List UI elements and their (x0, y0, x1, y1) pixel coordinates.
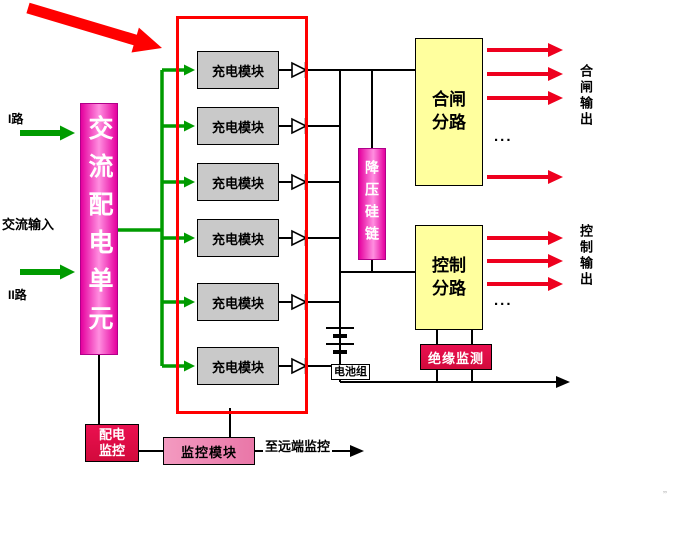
to-remote-label: 至远端监控 (263, 436, 333, 455)
control-branch: 控制分路 (415, 225, 483, 330)
closing-output-arrows (487, 43, 563, 184)
charge-module-4: 充电模块 (197, 219, 279, 257)
control-output-arrows (487, 231, 563, 291)
route1-label: I路 (8, 112, 24, 126)
diode-icon (279, 61, 340, 79)
battery-icon (326, 327, 354, 354)
charge-module-5: 充电模块 (197, 283, 279, 321)
charge-module-1: 充电模块 (197, 51, 279, 89)
control-branch-label: 控制分路 (431, 255, 466, 298)
control-output-label: 控制输出 (578, 224, 593, 288)
closing-branch: 合闸分路 (415, 38, 483, 186)
ac-input-label: 交流输入 (2, 217, 55, 232)
diode-icon (279, 173, 340, 191)
charge-module-2: 充电模块 (197, 107, 279, 145)
closing-ellipsis: ... (494, 128, 513, 145)
ac-distribution-unit: 交流配电单元 (80, 103, 118, 355)
battery-label: 电池组 (331, 364, 370, 380)
closing-output-label: 合闸输出 (578, 64, 593, 128)
control-ellipsis: ... (494, 292, 513, 309)
stray-mark: ʼʼ (663, 490, 667, 500)
charge-module-3: 充电模块 (197, 163, 279, 201)
diode-icon (279, 117, 340, 135)
insulation-monitor: 绝缘监测 (420, 344, 492, 370)
distribution-monitor-label: 配电监控 (98, 427, 125, 458)
closing-branch-label: 合闸分路 (431, 90, 466, 132)
dc-bus (339, 69, 570, 388)
insulation-links (436, 330, 473, 383)
buck-silicon-chain: 降压硅链 (358, 148, 386, 260)
diode-icon (279, 293, 340, 311)
monitor-module: 监控模块 (163, 437, 255, 465)
charge-module-6: 充电模块 (197, 347, 279, 385)
ac-distribution-bus (118, 64, 195, 372)
diode-icon (279, 229, 340, 247)
route2-label: II路 (8, 288, 27, 302)
distribution-monitor: 配电监控 (85, 424, 139, 462)
